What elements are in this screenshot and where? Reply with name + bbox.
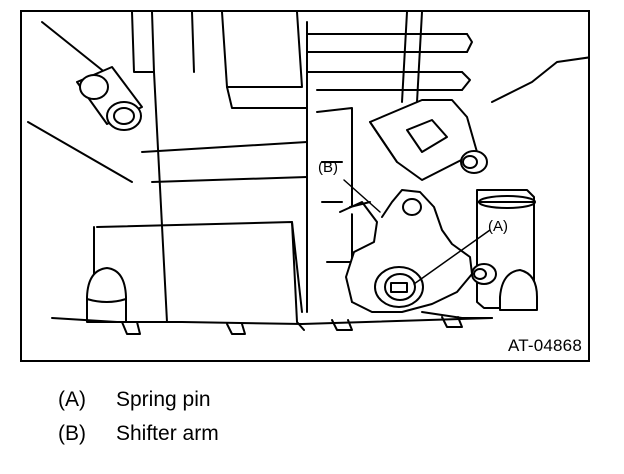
figure-id: AT-04868: [507, 336, 582, 355]
diagram-figure: (B) (A) AT-04868: [20, 10, 590, 362]
transmission-illustration: [27, 12, 588, 335]
legend: (A) Spring pin (B) Shifter arm: [58, 388, 219, 456]
legend-item-spring-pin: (A) Spring pin: [58, 388, 219, 422]
callout-b: (B): [318, 159, 338, 176]
legend-label: Spring pin: [116, 388, 211, 411]
legend-key: (B): [58, 422, 86, 445]
legend-label: Shifter arm: [116, 422, 219, 445]
legend-item-shifter-arm: (B) Shifter arm: [58, 422, 219, 456]
callout-a: (A): [488, 218, 508, 235]
legend-key: (A): [58, 388, 86, 411]
